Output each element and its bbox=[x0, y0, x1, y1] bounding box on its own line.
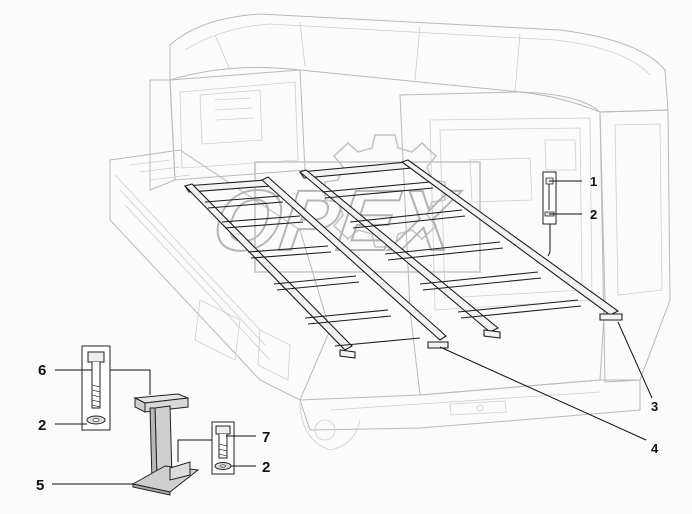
bolt-assembly-left bbox=[81, 345, 151, 431]
callout-1: 1 bbox=[590, 174, 597, 189]
vehicle-body-outline bbox=[109, 13, 671, 451]
support-stand bbox=[131, 393, 212, 496]
bolt-assembly-right bbox=[211, 421, 235, 475]
callout-2-right: 2 bbox=[262, 459, 270, 476]
callout-2-top: 2 bbox=[590, 207, 597, 222]
callout-4: 4 bbox=[651, 441, 659, 456]
callout-2-left: 2 bbox=[38, 417, 46, 434]
leader-lines bbox=[52, 180, 653, 485]
callout-7: 7 bbox=[262, 429, 270, 446]
rack-left bbox=[183, 176, 449, 359]
rack-right bbox=[298, 159, 623, 339]
callout-labels: 1 2 3 4 6 2 5 7 2 bbox=[36, 174, 659, 494]
fastener-detail-top bbox=[542, 171, 557, 257]
callout-6: 6 bbox=[38, 362, 46, 379]
callout-5: 5 bbox=[36, 477, 44, 494]
callout-3: 3 bbox=[651, 399, 658, 414]
